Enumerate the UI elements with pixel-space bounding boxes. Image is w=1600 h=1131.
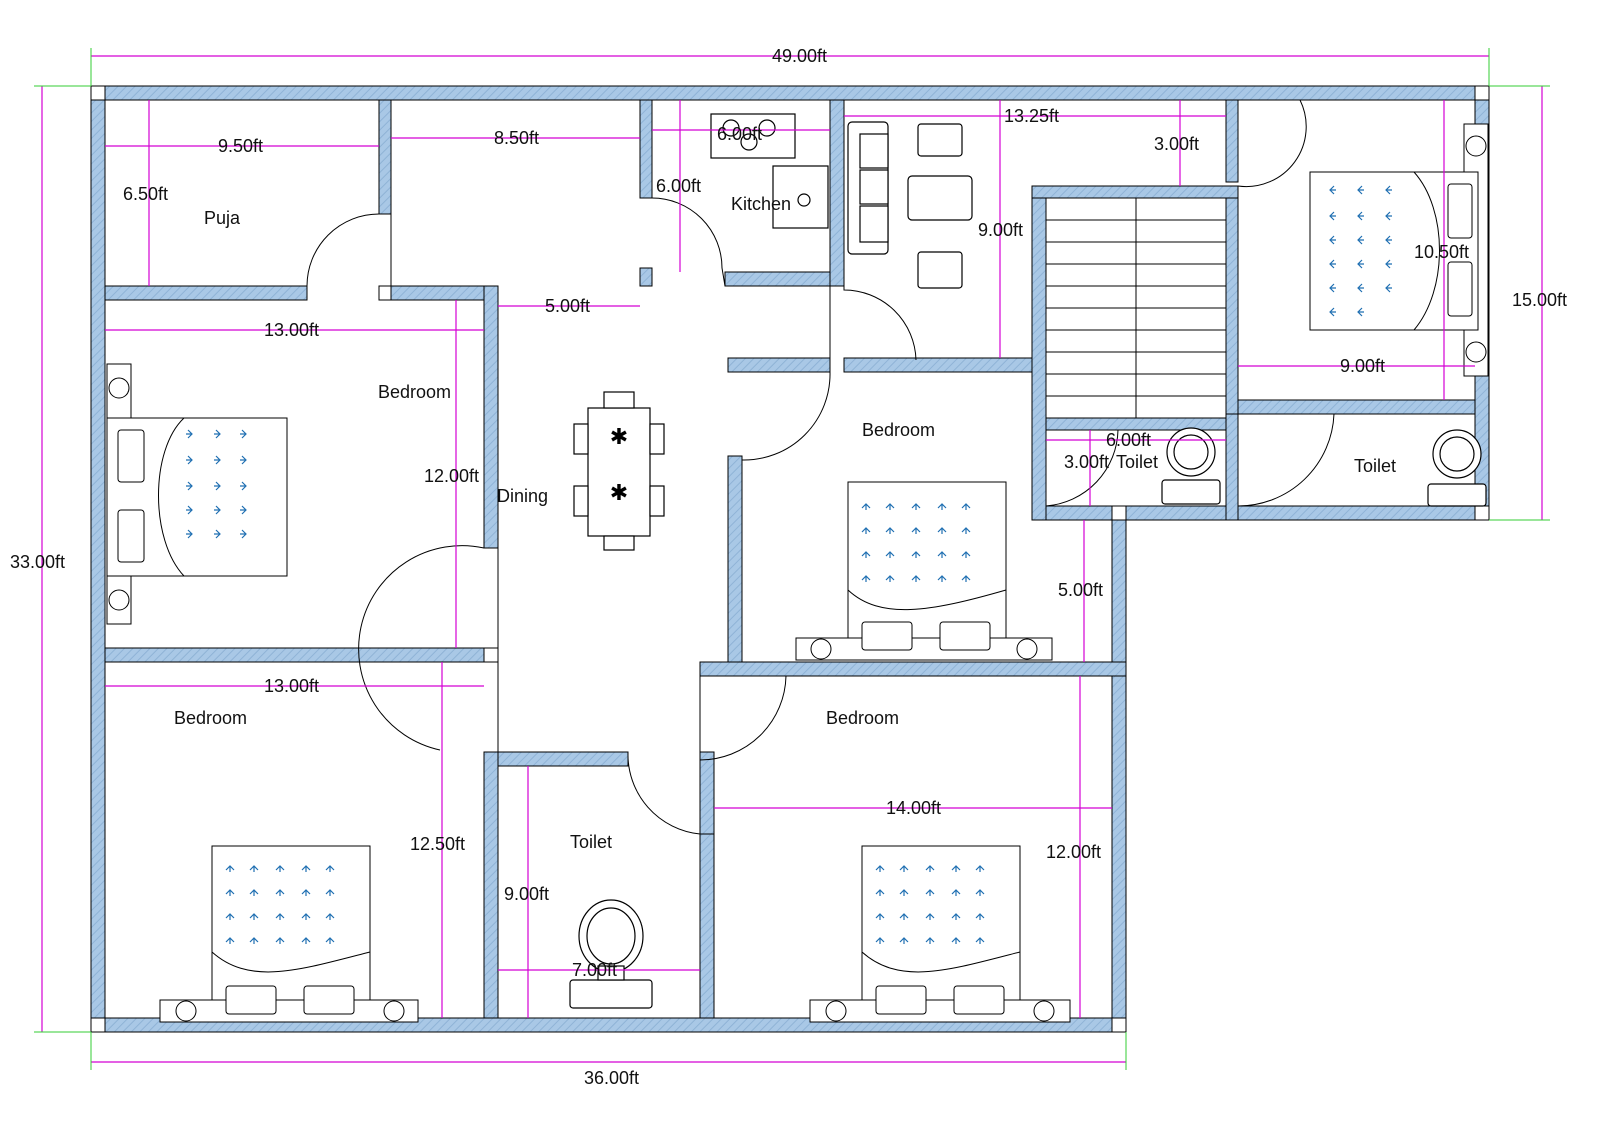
- svg-text:✱: ✱: [610, 480, 628, 505]
- bed-left-bottom: [159, 845, 419, 1023]
- dim-small-toilet-height: 3.00ft: [1064, 452, 1109, 472]
- room-label-toilet-right: Toilet: [1354, 456, 1396, 476]
- dim-overall-top: 49.00ft: [772, 46, 827, 66]
- dim-top-mid-width: 8.50ft: [494, 128, 539, 148]
- dim-living-width: 13.25ft: [1004, 106, 1059, 126]
- bed-left-top: [106, 363, 288, 625]
- dim-bed4-height: 12.00ft: [1046, 842, 1101, 862]
- room-label-dining: Dining: [497, 486, 548, 506]
- doors: [306, 99, 1335, 835]
- room-label-bedroom-left-top: Bedroom: [378, 382, 451, 402]
- dim-toilet-width: 7.00ft: [572, 960, 617, 980]
- room-label-puja: Puja: [204, 208, 241, 228]
- dim-puja-width: 9.50ft: [218, 136, 263, 156]
- sofa-set: [847, 121, 973, 289]
- dim-bed1-width: 13.00ft: [264, 320, 319, 340]
- room-label-bedroom-right-bottom: Bedroom: [826, 708, 899, 728]
- dim-puja-height: 6.50ft: [123, 184, 168, 204]
- toilet-fixtures: [569, 427, 1487, 1009]
- room-label-bedroom-left-bottom: Bedroom: [174, 708, 247, 728]
- dim-bed1-height: 12.00ft: [424, 466, 479, 486]
- dim-toilet-height: 9.00ft: [504, 884, 549, 904]
- bed-right-bottom: [809, 845, 1071, 1023]
- dim-right-bed-height: 10.50ft: [1414, 242, 1469, 262]
- room-label-kitchen: Kitchen: [731, 194, 791, 214]
- dim-bed4-width: 14.00ft: [886, 798, 941, 818]
- svg-text:✱: ✱: [610, 424, 628, 449]
- dim-kitchen-width: 6.00ft: [717, 124, 762, 144]
- dim-bed3-height: 12.50ft: [410, 834, 465, 854]
- dim-overall-bottom: 36.00ft: [584, 1068, 639, 1088]
- staircase: [1045, 197, 1227, 419]
- dining-table: ✱ ✱: [573, 391, 665, 551]
- dim-kitchen-height: 6.00ft: [656, 176, 701, 196]
- dim-living-height: 9.00ft: [978, 220, 1023, 240]
- dimension-lines: [34, 48, 1550, 1070]
- dim-small-toilet-width: 6.00ft: [1106, 430, 1151, 450]
- bed-center: [795, 481, 1053, 661]
- dim-center-gap: 5.00ft: [1058, 580, 1103, 600]
- walls: [90, 85, 1490, 1033]
- dim-stair-offset: 3.00ft: [1154, 134, 1199, 154]
- dim-passage-width: 5.00ft: [545, 296, 590, 316]
- dim-overall-left: 33.00ft: [10, 552, 65, 572]
- dim-overall-right: 15.00ft: [1512, 290, 1567, 310]
- room-label-toilet-bottom: Toilet: [570, 832, 612, 852]
- bed-right-top: [1309, 123, 1489, 377]
- dim-bed3-width: 13.00ft: [264, 676, 319, 696]
- kitchen-stove: [710, 113, 829, 229]
- dim-right-bed-width: 9.00ft: [1340, 356, 1385, 376]
- room-label-bedroom-center: Bedroom: [862, 420, 935, 440]
- room-label-toilet-small: Toilet: [1116, 452, 1158, 472]
